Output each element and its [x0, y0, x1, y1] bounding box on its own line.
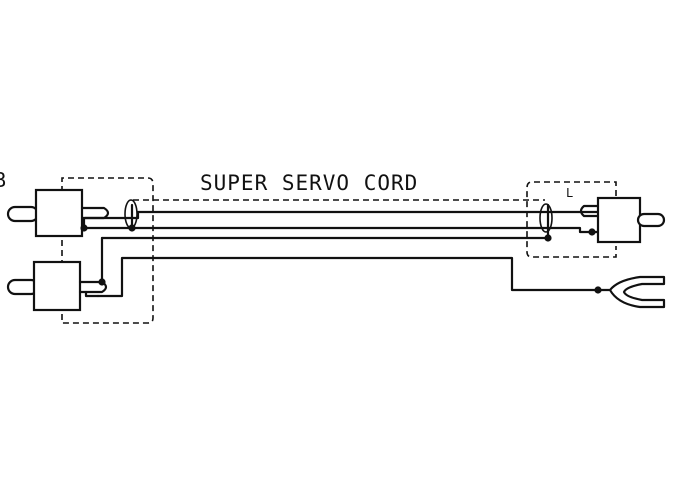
cable-conductor-1 — [83, 210, 600, 220]
right-shield-ring — [539, 203, 553, 233]
cable-conductor-4 — [96, 256, 598, 298]
solder-point — [588, 228, 596, 236]
left-bottom-plug — [6, 260, 108, 312]
left-edge-mark: B — [0, 168, 6, 192]
diagram-title: SUPER SERVO CORD — [200, 171, 418, 195]
right-plug — [579, 196, 666, 244]
solder-point — [80, 224, 88, 232]
right-connector-mark: L — [566, 186, 573, 200]
cable-conductor-2 — [80, 226, 600, 234]
solder-point — [594, 286, 602, 294]
solder-point — [128, 224, 136, 232]
solder-point — [544, 234, 552, 242]
spade-terminal — [594, 275, 666, 309]
left-top-plug — [6, 188, 110, 238]
solder-point — [98, 278, 106, 286]
left-shield-enclosure — [61, 177, 154, 324]
